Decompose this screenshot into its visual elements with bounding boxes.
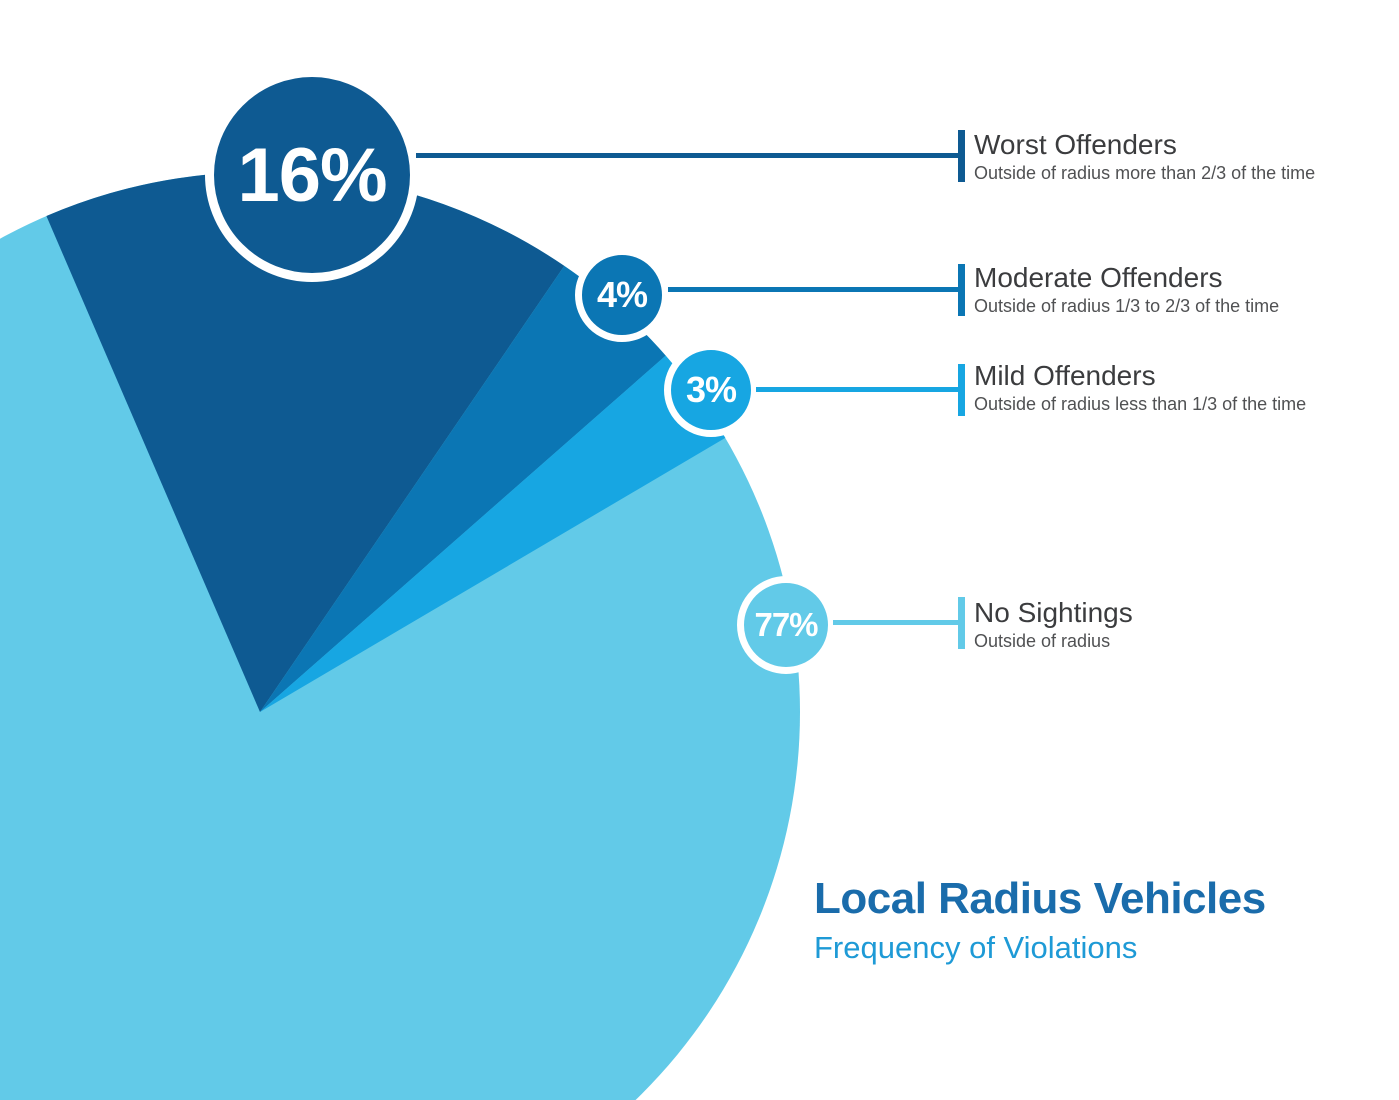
- callout-description-moderate-offenders: Outside of radius 1/3 to 2/3 of the time: [974, 296, 1280, 316]
- percent-value-moderate-offenders: 4%: [596, 274, 648, 315]
- callout-description-no-sightings: Outside of radius: [974, 631, 1111, 651]
- callout-description-worst-offenders: Outside of radius more than 2/3 of the t…: [974, 163, 1316, 183]
- pie-slice-moderate-offenders: [260, 265, 666, 712]
- leader-line-no-sightings: [833, 620, 958, 625]
- leader-tick-no-sightings: [958, 597, 965, 649]
- percent-badge-worst-offenders: 16%: [205, 68, 419, 282]
- chart-title-block: Local Radius Vehicles Frequency of Viola…: [814, 874, 1354, 966]
- percent-value-mild-offenders: 3%: [685, 369, 737, 410]
- chart-title: Local Radius Vehicles: [814, 874, 1266, 923]
- callout-title-mild-offenders: Mild Offenders: [974, 360, 1156, 391]
- callout-description-mild-offenders: Outside of radius less than 1/3 of the t…: [974, 394, 1307, 414]
- callout-title-worst-offenders: Worst Offenders: [974, 129, 1177, 160]
- leader-line-worst-offenders: [416, 153, 958, 158]
- percent-badge-no-sightings: 77%: [737, 576, 835, 674]
- percent-badge-mild-offenders: 3%: [664, 343, 758, 437]
- leader-tick-mild-offenders: [958, 364, 965, 416]
- callout-mild-offenders: Mild Offenders Outside of radius less th…: [974, 360, 1374, 416]
- leader-tick-worst-offenders: [958, 130, 965, 182]
- leader-line-mild-offenders: [756, 387, 958, 392]
- callout-title-moderate-offenders: Moderate Offenders: [974, 262, 1223, 293]
- percent-badge-moderate-offenders: 4%: [575, 248, 669, 342]
- callout-worst-offenders: Worst Offenders Outside of radius more t…: [974, 129, 1374, 185]
- pie-slice-mild-offenders: [260, 355, 726, 712]
- pie-slice-worst-offenders: [46, 171, 565, 713]
- chart-subtitle: Frequency of Violations: [814, 930, 1138, 965]
- percent-value-worst-offenders: 16%: [237, 132, 387, 218]
- leader-line-moderate-offenders: [668, 287, 958, 292]
- leader-tick-moderate-offenders: [958, 264, 965, 316]
- callout-title-no-sightings: No Sightings: [974, 597, 1133, 628]
- percent-value-no-sightings: 77%: [754, 606, 818, 643]
- callout-moderate-offenders: Moderate Offenders Outside of radius 1/3…: [974, 262, 1374, 318]
- callout-no-sightings: No Sightings Outside of radius: [974, 597, 1374, 653]
